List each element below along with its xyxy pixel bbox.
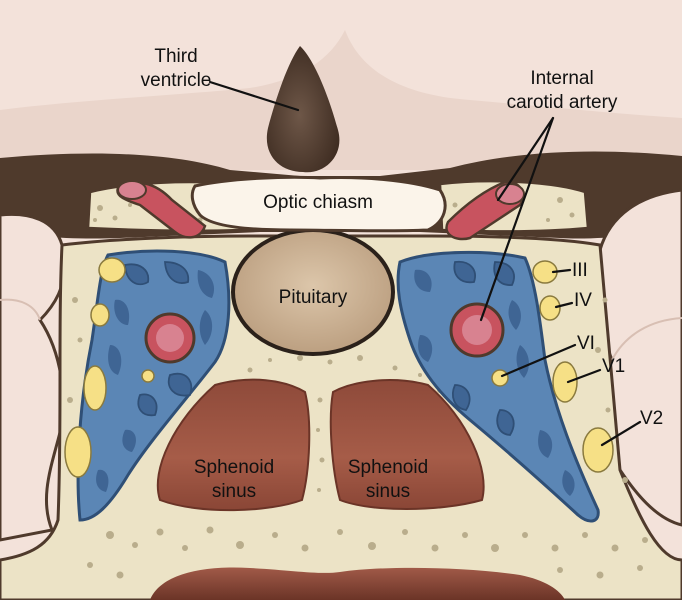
leader-third-ventricle <box>208 80 300 112</box>
label-nerve-VI: VI <box>577 333 595 354</box>
right-nerve-IV <box>539 295 561 321</box>
leader-lines <box>208 80 642 447</box>
label-sphenoid-left-1: Sphenoid <box>194 457 274 478</box>
label-nerve-V1: V1 <box>602 356 625 377</box>
right-sinus-outlines <box>452 260 515 436</box>
label-internal-carotid-1: Internal <box>530 68 593 89</box>
leader-carotid-lower <box>479 116 555 322</box>
left-sinus-outlines <box>124 261 193 417</box>
bone-texture <box>67 197 648 579</box>
label-nerve-III: III <box>572 260 588 281</box>
nasal-cavity <box>150 567 565 600</box>
sphenoid-sinus-left <box>156 378 311 512</box>
right-lobe-gyrus <box>611 317 682 361</box>
label-third-ventricle-1: Third <box>154 46 197 67</box>
third-ventricle-shape <box>266 46 340 173</box>
left-carotid-lumen <box>156 324 184 352</box>
right-nerve-V2 <box>582 427 614 473</box>
left-cavernous-sinus <box>76 249 231 522</box>
cranial-nerves <box>64 257 614 478</box>
label-nerve-V2: V2 <box>640 408 663 429</box>
left-nerve-III <box>98 257 126 283</box>
label-sphenoid-right-1: Sphenoid <box>348 457 428 478</box>
label-nerve-IV: IV <box>574 290 592 311</box>
right-carotid-supraclinoid <box>445 180 525 241</box>
label-pituitary: Pituitary <box>279 287 348 308</box>
leader-VI <box>500 343 577 378</box>
left-temporal-lobe <box>0 212 67 542</box>
leader-IV <box>554 301 574 309</box>
label-optic-chiasm: Optic chiasm <box>263 192 373 213</box>
sphenoid-sinus-right <box>329 379 485 510</box>
right-carotid-lumen <box>462 315 492 345</box>
label-sphenoid-left-2: sinus <box>212 481 256 502</box>
leader-V1 <box>566 368 602 384</box>
right-sinus-trabeculae <box>414 261 575 496</box>
left-lobe-gyrus <box>0 298 41 321</box>
left-nerve-V1 <box>83 365 107 411</box>
leader-V2 <box>600 420 642 447</box>
left-nerve-IV <box>90 303 110 327</box>
brain-fold-shadow <box>0 30 682 170</box>
labels: Third ventricle Internal carotid artery … <box>141 46 664 502</box>
leader-carotid-upper <box>496 116 555 202</box>
label-sphenoid-right-2: sinus <box>366 481 410 502</box>
right-nerve-V1 <box>552 361 578 403</box>
left-carotid-supraclinoid <box>116 180 207 239</box>
right-nerve-VI <box>491 369 509 387</box>
label-internal-carotid-2: carotid artery <box>507 92 618 113</box>
leader-III <box>551 268 572 274</box>
left-nerve-VI <box>141 369 155 383</box>
left-nerve-V2 <box>64 426 92 478</box>
label-third-ventricle-2: ventricle <box>141 70 212 91</box>
optic-chiasm-shape <box>190 175 447 233</box>
